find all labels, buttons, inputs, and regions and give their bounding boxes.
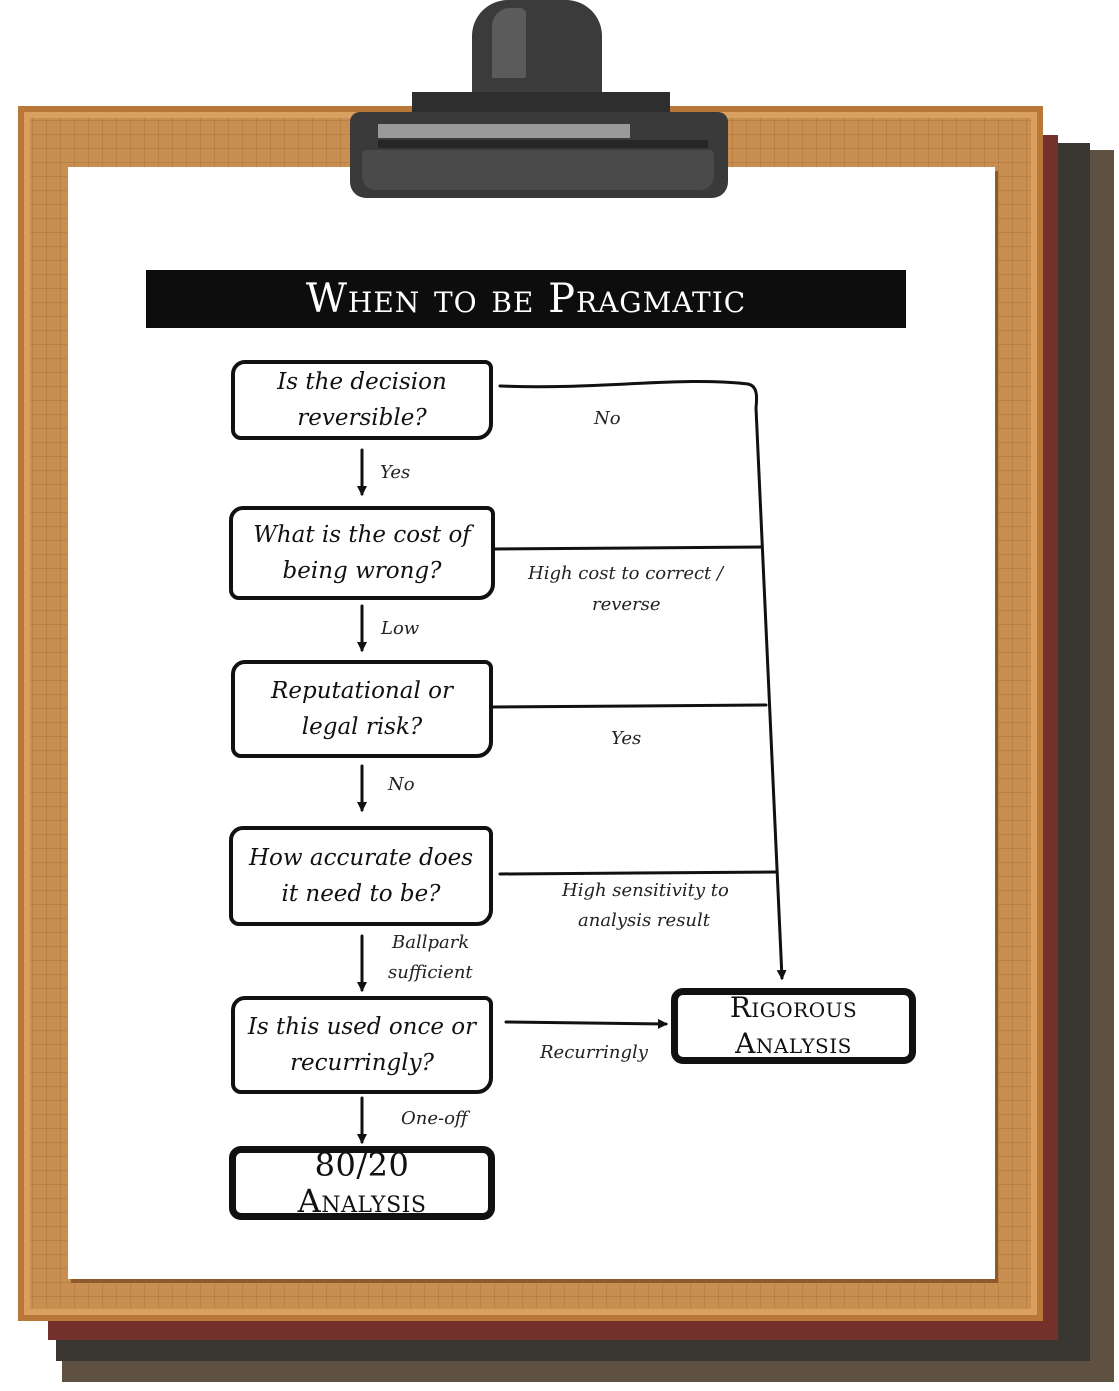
connector-accuracy-high xyxy=(498,870,778,876)
page-title-text: When to be Pragmatic xyxy=(305,276,747,322)
connector-cost-high xyxy=(492,545,764,551)
decision-risk: Reputational or legal risk? xyxy=(231,660,493,758)
decision-frequency: Is this used once or recurringly? xyxy=(231,996,493,1094)
outcome-rigorous-analysis: Rigorous Analysis xyxy=(671,988,916,1064)
paper-sheet xyxy=(68,167,995,1279)
label-accuracy-high-line1: High sensitivity to xyxy=(562,880,729,901)
clip-jaw xyxy=(362,150,714,190)
outcome-rigorous-text: Rigorous Analysis xyxy=(729,991,858,1060)
label-risk-yes: Yes xyxy=(611,728,642,749)
label-risk-no: No xyxy=(388,774,415,795)
clip-knob-highlight xyxy=(492,8,526,78)
decision-reversible: Is the decision reversible? xyxy=(231,360,493,440)
label-cost-high-line2: reverse xyxy=(592,594,661,615)
decision-reversible-text: Is the decision reversible? xyxy=(277,369,447,431)
page-title: When to be Pragmatic xyxy=(146,270,906,328)
decision-accuracy: How accurate does it need to be? xyxy=(229,826,493,926)
decision-accuracy-text: How accurate does it need to be? xyxy=(248,845,474,907)
decision-risk-text: Reputational or legal risk? xyxy=(271,678,453,740)
clip-rail-shadow xyxy=(378,140,708,148)
outcome-8020-text: 80/20 Analysis xyxy=(297,1146,427,1220)
label-reversible-yes: Yes xyxy=(380,462,411,483)
decision-cost: What is the cost of being wrong? xyxy=(229,506,495,600)
connector-risk-yes xyxy=(490,703,768,709)
decision-frequency-text: Is this used once or recurringly? xyxy=(247,1014,477,1076)
label-cost-high-line1: High cost to correct / xyxy=(528,563,724,584)
label-cost-low: Low xyxy=(381,618,420,639)
clip-rail xyxy=(378,124,630,138)
connector-reversible-no xyxy=(498,380,787,980)
label-accuracy-ballpark-line1: Ballpark xyxy=(392,932,470,953)
decision-cost-text: What is the cost of being wrong? xyxy=(253,522,471,584)
outcome-8020-analysis: 80/20 Analysis xyxy=(229,1146,495,1220)
connector-frequency-recurring xyxy=(504,1018,668,1029)
label-frequency-oneoff: One-off xyxy=(401,1108,468,1129)
label-reversible-no: No xyxy=(594,408,621,429)
label-accuracy-high-line2: analysis result xyxy=(578,910,711,931)
label-accuracy-ballpark-line2: sufficient xyxy=(388,962,473,983)
label-frequency-recurring: Recurringly xyxy=(540,1042,648,1063)
